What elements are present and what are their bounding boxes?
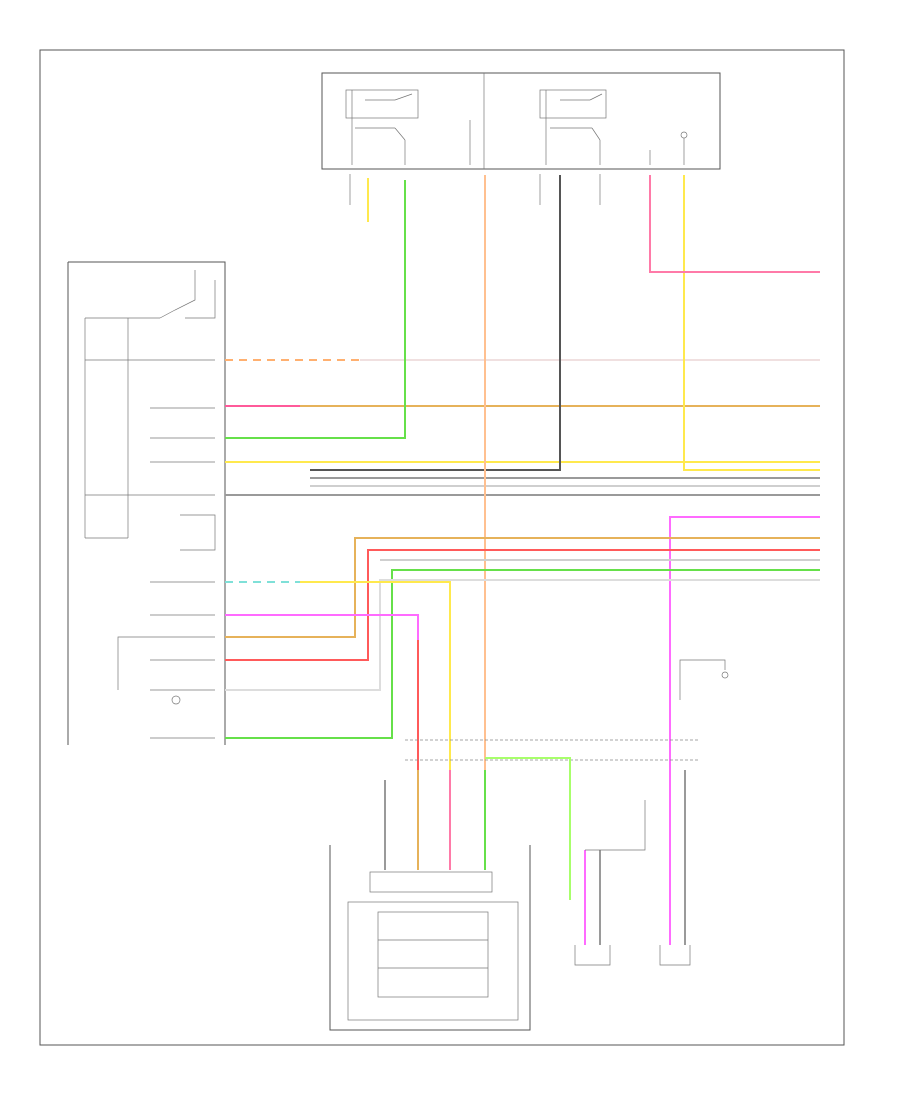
wire-yellow-vertical	[683, 175, 820, 471]
relay-3	[539, 89, 607, 165]
wire-green-438	[225, 180, 406, 439]
wire-green-right	[485, 757, 571, 900]
relay-box	[321, 72, 721, 170]
wire-gray-580	[225, 579, 820, 691]
wire-green-570	[225, 569, 820, 739]
wire-tan-538	[225, 537, 820, 638]
wire-magenta-615	[225, 614, 419, 770]
outer-frame	[39, 49, 845, 1046]
seat-assembly	[329, 845, 531, 1031]
relay-1	[345, 89, 419, 165]
mid-connectors	[384, 659, 729, 945]
wire-darkgray	[310, 175, 561, 471]
left-module	[67, 261, 226, 745]
wire-red-550	[225, 549, 820, 661]
wire-harness	[225, 175, 820, 900]
bottom-right-connectors	[574, 945, 691, 966]
relay-pins	[349, 174, 601, 205]
wire-yellow-582	[300, 581, 451, 770]
wire-pink-top	[649, 175, 820, 273]
wire-magenta-517	[669, 516, 820, 900]
